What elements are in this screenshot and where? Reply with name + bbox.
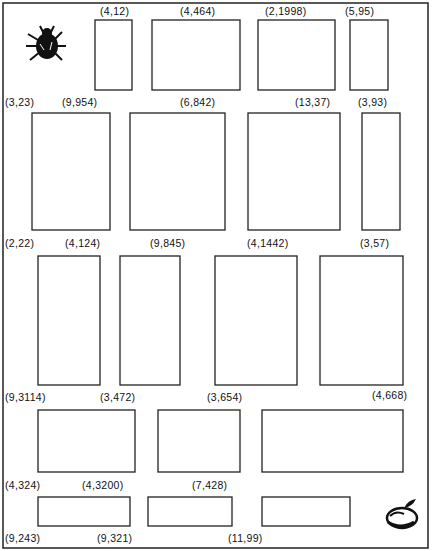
coordinate-label: (9,321) — [97, 532, 132, 545]
coordinate-label: (2,1998) — [265, 5, 307, 18]
coordinate-label: (4,668) — [372, 389, 407, 402]
coordinate-label: (9,3114) — [5, 391, 46, 404]
coordinate-label: (7,428) — [192, 479, 227, 492]
coordinate-label: (3,23) — [5, 96, 34, 109]
coordinate-label: (3,93) — [358, 96, 387, 109]
coordinate-label: (5,95) — [345, 5, 374, 18]
coordinate-label: (13,37) — [295, 96, 330, 109]
coordinate-label: (4,124) — [65, 237, 100, 250]
coordinate-label: (6,842) — [180, 96, 215, 109]
coordinate-label: (4,464) — [180, 5, 215, 18]
coordinate-label: (4,324) — [5, 479, 40, 492]
coordinate-label: (4,1442) — [247, 237, 289, 250]
coordinate-label: (4,12) — [100, 5, 129, 18]
coordinate-label: (2,22) — [5, 237, 34, 250]
bug-icon — [26, 26, 66, 60]
coordinate-label: (3,472) — [100, 391, 135, 404]
coordinate-label: (9,243) — [5, 532, 40, 545]
coordinate-label: (3,654) — [207, 391, 242, 404]
coordinate-label: (4,3200) — [82, 479, 124, 492]
coordinate-label: (9,845) — [150, 237, 185, 250]
apple-icon — [387, 499, 417, 528]
outer-border — [3, 3, 428, 548]
rectangles — [32, 20, 403, 526]
coordinate-label: (11,99) — [228, 532, 263, 545]
coordinate-label: (3,57) — [360, 237, 389, 250]
coordinate-label: (9,954) — [62, 96, 97, 109]
